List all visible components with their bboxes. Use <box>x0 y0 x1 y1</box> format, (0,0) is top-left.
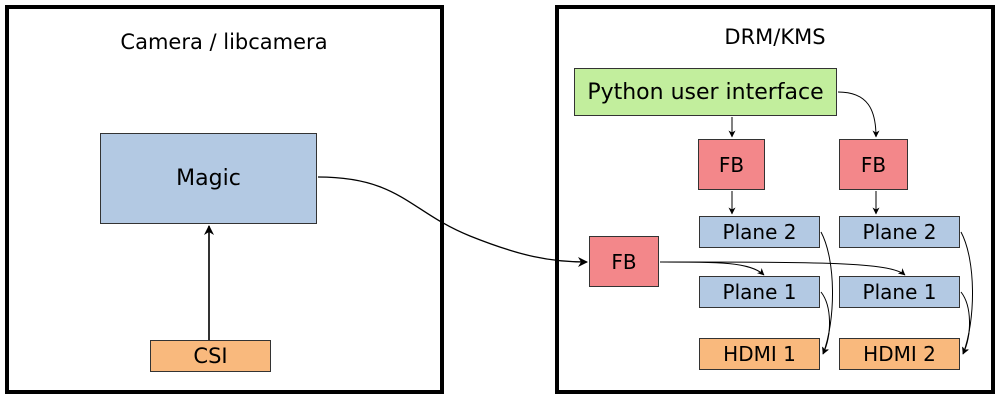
fb-ui-1-box: FB <box>698 139 765 190</box>
python-ui-label: Python user interface <box>587 79 824 105</box>
hdmi2-box: HDMI 2 <box>839 338 960 370</box>
fb-ui-1-label: FB <box>718 152 745 177</box>
plane2-b-box: Plane 2 <box>839 216 960 248</box>
drm-kms-panel <box>555 5 995 394</box>
python-ui-box: Python user interface <box>574 68 837 116</box>
drm-panel-title: DRM/KMS <box>724 25 826 49</box>
hdmi2-label: HDMI 2 <box>863 342 936 366</box>
plane1-a-box: Plane 1 <box>699 276 820 308</box>
hdmi1-label: HDMI 1 <box>723 342 796 366</box>
fb-camera-box: FB <box>589 236 659 287</box>
fb-camera-label: FB <box>611 249 637 274</box>
fb-ui-2-label: FB <box>860 152 887 177</box>
plane1-b-label: Plane 1 <box>862 280 937 304</box>
camera-panel-title: Camera / libcamera <box>120 30 328 54</box>
csi-label: CSI <box>193 344 228 368</box>
hdmi1-box: HDMI 1 <box>699 338 820 370</box>
plane2-a-label: Plane 2 <box>722 220 797 244</box>
plane1-a-label: Plane 1 <box>722 280 797 304</box>
magic-label: Magic <box>176 166 241 191</box>
magic-box: Magic <box>100 133 317 224</box>
csi-box: CSI <box>150 340 271 372</box>
plane2-a-box: Plane 2 <box>699 216 820 248</box>
plane1-b-box: Plane 1 <box>839 276 960 308</box>
plane2-b-label: Plane 2 <box>862 220 937 244</box>
fb-ui-2-box: FB <box>839 139 908 190</box>
